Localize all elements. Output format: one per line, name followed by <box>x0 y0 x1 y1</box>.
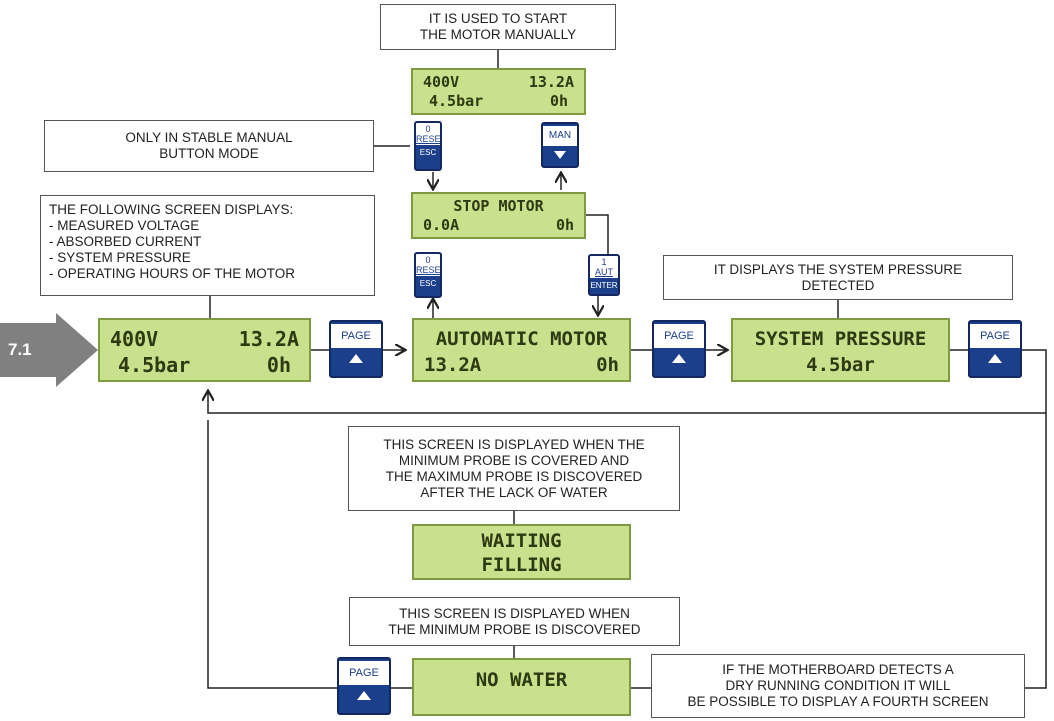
note-line: IF THE MOTHERBOARD DETECTS A <box>722 662 954 677</box>
page-key-4[interactable]: PAGE <box>337 657 391 715</box>
key-zero: 0 <box>425 124 431 134</box>
key-reset: RESET <box>416 265 441 275</box>
lcd-manual-screen: 400V 13.2A 4.5bar 0h <box>411 68 586 115</box>
note-line: DETECTED <box>801 277 875 293</box>
note-line: BE POSSIBLE TO DISPLAY A FOURTH SCREEN <box>687 694 989 709</box>
lcd-text: 0.0A <box>423 216 460 234</box>
lcd-text: 0h <box>555 216 574 234</box>
note-line: BUTTON MODE <box>159 146 259 161</box>
note-line: MINIMUM PROBE IS COVERED AND <box>398 452 630 468</box>
note-stable-manual: ONLY IN STABLE MANUAL BUTTON MODE <box>44 120 374 172</box>
lcd-main-screen: 400V 13.2A 4.5bar 0h <box>98 318 311 382</box>
note-line: THIS SCREEN IS DISPLAYED WHEN <box>399 605 630 621</box>
key-esc: ESC <box>419 148 437 157</box>
key-page-label: PAGE <box>339 661 389 685</box>
reset-esc-key-bottom[interactable]: 0RESET ESC <box>414 252 442 298</box>
note-line: AFTER THE LACK OF WATER <box>420 484 608 500</box>
page-key-3[interactable]: PAGE <box>968 320 1022 378</box>
note-following-screen: THE FOLLOWING SCREEN DISPLAYS: - MEASURE… <box>40 195 375 296</box>
lcd-text: AUTOMATIC MOTOR <box>435 328 608 350</box>
lcd-no-water-screen: NO WATER <box>412 658 631 716</box>
lcd-text: 0h <box>596 354 619 376</box>
note-line: IT IS USED TO START <box>428 11 568 26</box>
arrow-up-icon <box>349 354 363 363</box>
note-line: THE MOTOR MANUALLY <box>419 27 577 42</box>
lcd-text: NO WATER <box>475 669 568 691</box>
arrow-up-icon <box>988 354 1002 363</box>
lcd-automatic-motor-screen: AUTOMATIC MOTOR 13.2A 0h <box>412 318 631 382</box>
note-line: THE MAXIMUM PROBE IS DISCOVERED <box>385 468 643 484</box>
note-line: - SYSTEM PRESSURE <box>49 250 191 265</box>
lcd-text: 400V <box>110 327 159 351</box>
lcd-text: 400V <box>423 73 460 91</box>
page-key-1[interactable]: PAGE <box>329 320 383 378</box>
arrow-up-icon <box>357 691 371 700</box>
lcd-text: 13.2A <box>528 73 574 91</box>
lcd-text: 4.5bar <box>118 353 191 377</box>
note-system-pressure: IT DISPLAYS THE SYSTEM PRESSURE DETECTED <box>663 255 1013 300</box>
key-enter: ENTER <box>590 281 618 290</box>
note-line: THIS SCREEN IS DISPLAYED WHEN THE <box>383 436 645 452</box>
note-line: DRY RUNNING CONDITION IT WILL <box>725 678 951 693</box>
page-key-2[interactable]: PAGE <box>652 320 706 378</box>
note-line: - OPERATING HOURS OF THE MOTOR <box>49 266 296 281</box>
arrow-down-icon <box>554 151 566 159</box>
key-page-label: PAGE <box>654 324 704 348</box>
note-start-motor: IT IS USED TO START THE MOTOR MANUALLY <box>380 4 616 50</box>
lcd-text: STOP MOTOR <box>453 197 544 215</box>
man-key[interactable]: MAN <box>541 122 579 168</box>
note-line: - MEASURED VOLTAGE <box>49 218 200 233</box>
arrow-up-icon <box>672 354 686 363</box>
section-badge-arrow <box>0 313 98 387</box>
lcd-text: 13.2A <box>238 327 299 351</box>
lcd-system-pressure-screen: SYSTEM PRESSURE 4.5bar <box>731 318 950 382</box>
key-man-label: MAN <box>543 126 577 146</box>
lcd-text: 0h <box>549 92 568 110</box>
note-line: - ABSORBED CURRENT <box>49 234 202 249</box>
note-line: THE FOLLOWING SCREEN DISPLAYS: <box>49 202 294 217</box>
key-aut: AUT <box>595 267 613 277</box>
lcd-text: 4.5bar <box>806 354 875 376</box>
lcd-text: 0h <box>266 353 291 377</box>
reset-esc-key-top[interactable]: 0RESET ESC <box>414 121 442 171</box>
note-dry-running: IF THE MOTHERBOARD DETECTS A DRY RUNNING… <box>651 654 1025 718</box>
key-one: 1 <box>601 257 607 267</box>
note-waiting-filling: THIS SCREEN IS DISPLAYED WHEN THE MINIMU… <box>348 426 680 511</box>
lcd-text: 4.5bar <box>429 92 484 110</box>
note-line: THE MINIMUM PROBE IS DISCOVERED <box>388 621 641 637</box>
lcd-text: 13.2A <box>424 354 482 376</box>
lcd-text: SYSTEM PRESSURE <box>754 328 927 350</box>
key-page-label: PAGE <box>331 324 381 348</box>
note-line: IT DISPLAYS THE SYSTEM PRESSURE <box>713 261 963 277</box>
key-reset: RESET <box>416 134 441 144</box>
lcd-waiting-filling-screen: WAITING FILLING <box>412 524 631 580</box>
section-badge-label: 7.1 <box>8 340 32 359</box>
lcd-text: WAITING <box>481 530 562 552</box>
key-zero: 0 <box>425 255 431 265</box>
note-line: ONLY IN STABLE MANUAL <box>125 130 293 145</box>
note-no-water: THIS SCREEN IS DISPLAYED WHEN THE MINIMU… <box>349 597 680 646</box>
key-esc: ESC <box>419 279 437 288</box>
lcd-text: FILLING <box>481 554 562 576</box>
key-page-label: PAGE <box>970 324 1020 348</box>
lcd-stop-motor-screen: STOP MOTOR 0.0A 0h <box>411 192 586 239</box>
